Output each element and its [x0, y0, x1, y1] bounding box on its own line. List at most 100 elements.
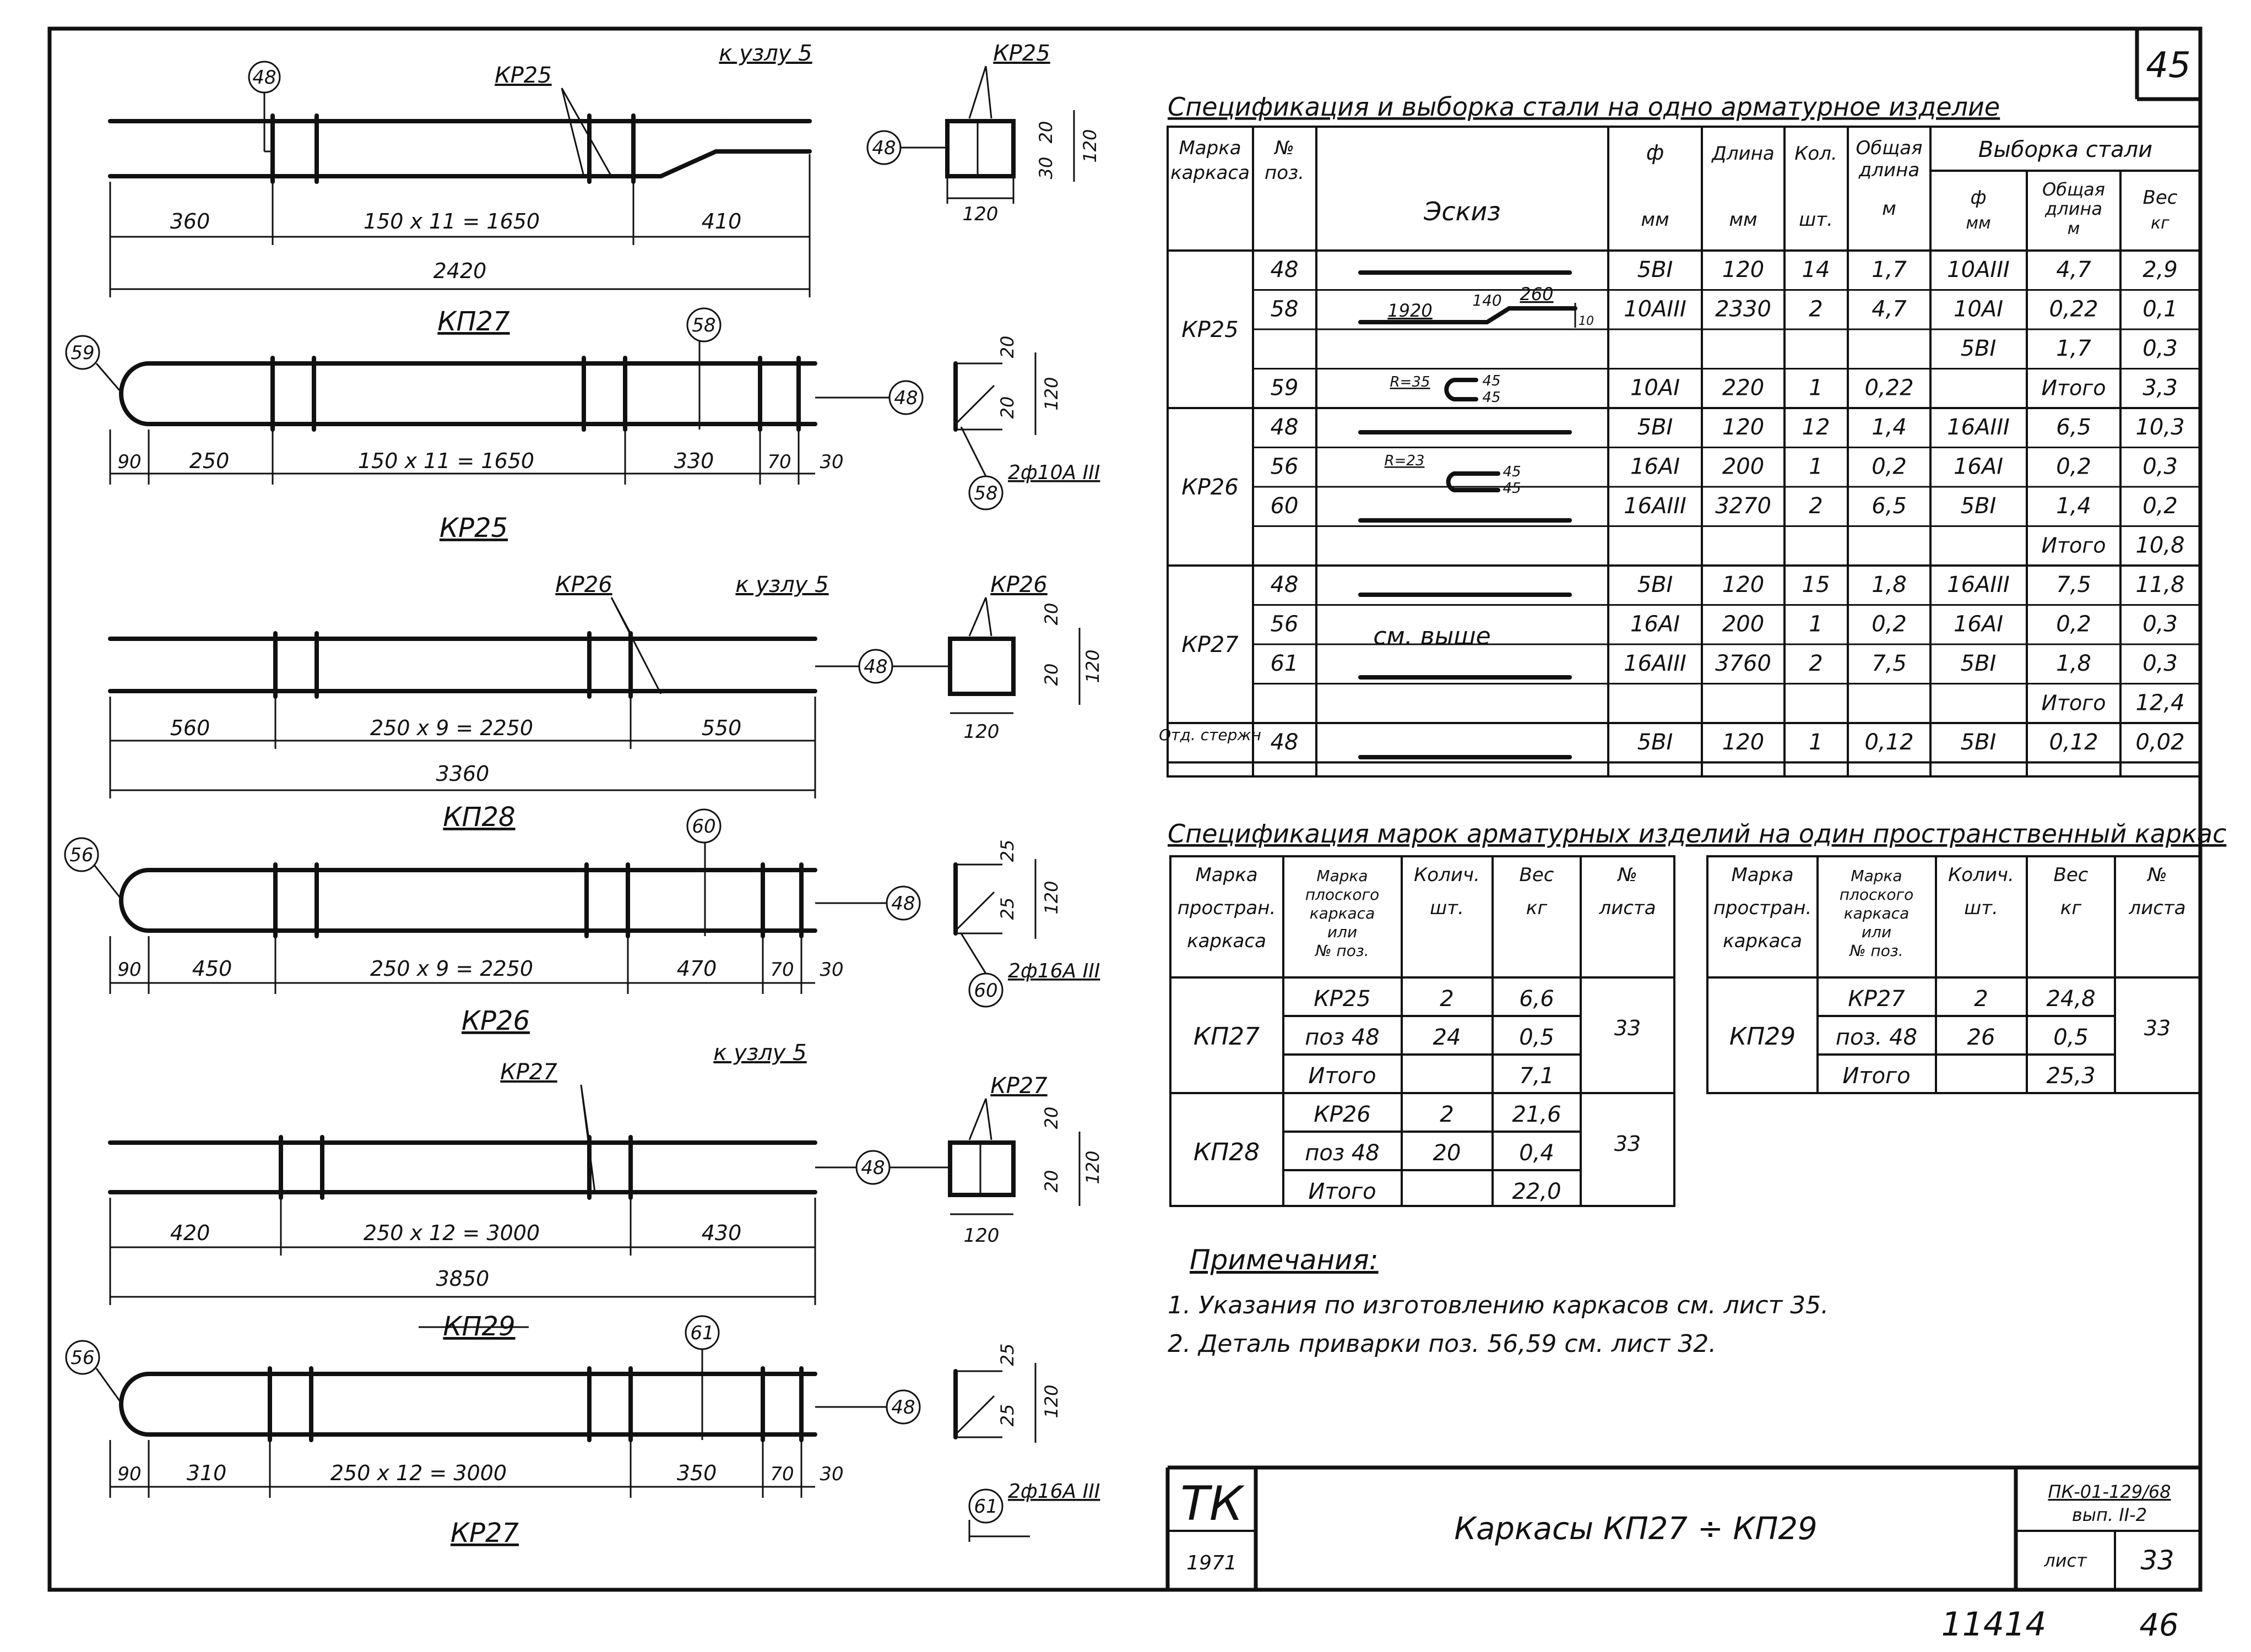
spec1-h-qty-1: Кол. — [1794, 143, 1837, 165]
spec2-marka: КП28 — [1194, 1138, 1260, 1166]
kr27-dim-1: 90 — [117, 1463, 141, 1485]
sketch-58-l2: 140 — [1472, 291, 1501, 309]
kr25-section-pos — [888, 380, 924, 415]
spec2-cell-c: 26 — [1967, 1025, 1995, 1050]
spec1-border — [1167, 126, 2201, 778]
kr26-bend-callout — [64, 837, 99, 872]
spec1-cell-dia: 16АIII — [1624, 493, 1686, 519]
kr25-view: 59 58 90 250 150 x 11 = 1650 330 70 30 К… — [65, 307, 1100, 544]
spec2-header-c-right: Колич. — [1948, 864, 2014, 886]
spec1-h-dia-1: ф — [1646, 140, 1664, 165]
kp28-section-dim-a: 20 — [1041, 603, 1062, 626]
kp29-section-width: 120 — [964, 1225, 1000, 1247]
tb-sheet-label: лист — [2043, 1550, 2087, 1571]
spec1-h-tl-3: м — [1882, 198, 1896, 220]
spec1-cell-qty: 1 — [1809, 612, 1823, 637]
kr26-rod — [119, 868, 817, 933]
kp29-kr-leader — [580, 1084, 596, 1193]
spec1-cell-len: 200 — [1722, 612, 1764, 637]
kr26-section-diag — [954, 891, 995, 932]
spec1-h-sw-2: кг — [2151, 214, 2169, 233]
notes: Примечания: 1. Указания по изготовлению … — [1168, 1244, 1829, 1358]
sketch-58-l1: 1920 — [1387, 300, 1432, 321]
sketch-bent-58 — [1358, 306, 1577, 324]
spec2-header-b-right: № поз. — [1848, 942, 1903, 960]
spec1-cell-len: 120 — [1722, 730, 1764, 755]
kp27-kr-leader — [561, 88, 612, 177]
kp27-dim-2: 150 x 11 = 1650 — [364, 209, 540, 233]
spec2-cell-b: КР27 — [1848, 986, 1905, 1012]
spec2-title: Спецификация марок арматурных изделий на… — [1168, 819, 2226, 849]
kr26-title: КР26 — [462, 1006, 530, 1036]
kr27-section-dim-a: 25 — [997, 1344, 1018, 1366]
spec2-header-e-right: № — [2146, 864, 2167, 886]
spec1-cell-dia: 5BI — [1637, 257, 1673, 282]
spec1-cell-pos: 48 — [1271, 730, 1299, 755]
kr27-section-dim-b: 25 — [997, 1404, 1018, 1427]
spec2-cell-c: 24 — [1433, 1025, 1461, 1050]
kr27-view: 56 61 90 310 250 x 12 = 3000 350 70 30 К… — [65, 1315, 1100, 1548]
spec1-cell-qty: 1 — [1809, 376, 1823, 401]
kr25-section-pos-label: 48 — [894, 387, 918, 409]
spec2-header-b-left: Марка — [1316, 867, 1368, 885]
sketch-59-a: 45 — [1482, 373, 1500, 389]
spec2-header-b-right: или — [1862, 923, 1891, 941]
spec1-cell-sl: Итого — [2041, 376, 2106, 400]
spec1-cell-sl: Итого — [2041, 691, 2106, 715]
spec1-cell-tl: 7,5 — [1872, 651, 1907, 676]
spec1-cell-dia: 5BI — [1637, 415, 1673, 440]
spec1-cell-sw: 12,4 — [2135, 691, 2184, 716]
spec2-header-b-left: каркаса — [1310, 904, 1375, 922]
kr26-section-pos-label: 48 — [891, 893, 915, 915]
kr26-section-rod: 2ф16А III — [1008, 960, 1100, 982]
spec2-cell-b: КР25 — [1314, 986, 1370, 1012]
spec1-cell-sw: 0,3 — [2142, 336, 2178, 361]
kr25-section-height: 120 — [1041, 377, 1062, 410]
spec2-headers: Маркапростран.каркасаМаркапростран.карка… — [1178, 864, 2186, 960]
spec1-cell-sl: 6,5 — [2056, 415, 2091, 440]
spec2-header-a-left: Марка — [1195, 864, 1257, 886]
spec2-sheet: 33 — [2144, 1016, 2171, 1040]
kr25-dim-5: 70 — [767, 451, 791, 473]
spec2-cell-d: 22,0 — [1512, 1179, 1561, 1204]
kr27-dim-5: 70 — [770, 1463, 794, 1485]
sketch-59-r: R=35 — [1390, 374, 1430, 390]
kr26-section-pos — [886, 885, 921, 921]
kr26-dim-3: 250 x 9 = 2250 — [370, 957, 533, 981]
spec1-h-selection: Выборка стали — [1978, 137, 2152, 162]
spec2-cell-b: поз 48 — [1305, 1140, 1380, 1166]
kr25-rod — [119, 361, 817, 426]
spec2-cell-d: 7,1 — [1519, 1063, 1554, 1089]
spec2-header-d-right: кг — [2060, 897, 2082, 919]
spec2-cell-c: 2 — [1440, 1102, 1453, 1127]
spec1-h-tl-2: длина — [1858, 159, 1919, 181]
spec1-cell-sw: 0,2 — [2142, 493, 2178, 519]
spec2-left-border — [1169, 855, 1675, 1207]
spec1-cell-sl: 0,2 — [2056, 454, 2091, 480]
kp29-dim-2: 250 x 12 = 3000 — [364, 1221, 540, 1245]
spec1-cell-qty: 2 — [1809, 493, 1823, 519]
kr25-bend-label: 59 — [70, 342, 94, 364]
sketch-58-l4: 10 — [1579, 314, 1594, 328]
kr25-dim-1: 90 — [117, 451, 141, 473]
spec2-header-e-left: листа — [1598, 897, 1656, 919]
spec1-cell-tl: 0,22 — [1864, 376, 1913, 401]
spec1-cell-tl: 0,2 — [1872, 612, 1907, 637]
spec2-cell-d: 21,6 — [1512, 1102, 1561, 1127]
kp27-total-dim: 2420 — [433, 259, 487, 283]
kr26-rod-label: 60 — [692, 816, 715, 838]
spec1-cell-qty: 2 — [1809, 297, 1823, 322]
kr27-dim-2: 310 — [187, 1461, 227, 1485]
spec2-sheet: 33 — [1614, 1016, 1641, 1040]
kp29-to-node: к узлу 5 — [713, 1040, 806, 1066]
spec1-cell-sw: 3,3 — [2142, 376, 2178, 401]
kr27-bend-callout — [65, 1340, 100, 1375]
kp28-section-kr-leader — [968, 597, 992, 637]
kr27-section-pos-label: 48 — [891, 1396, 915, 1419]
kr26-section-dim-a: 25 — [997, 840, 1018, 862]
kp28-total-dim: 3360 — [436, 762, 490, 786]
spec1-h-tl-1: Общая — [1856, 137, 1922, 159]
spec1-cell-len: 120 — [1722, 572, 1764, 597]
spec1-cell-sd: 5BI — [1961, 730, 1997, 755]
kr27-section-rod: 2ф16А III — [1008, 1480, 1100, 1503]
